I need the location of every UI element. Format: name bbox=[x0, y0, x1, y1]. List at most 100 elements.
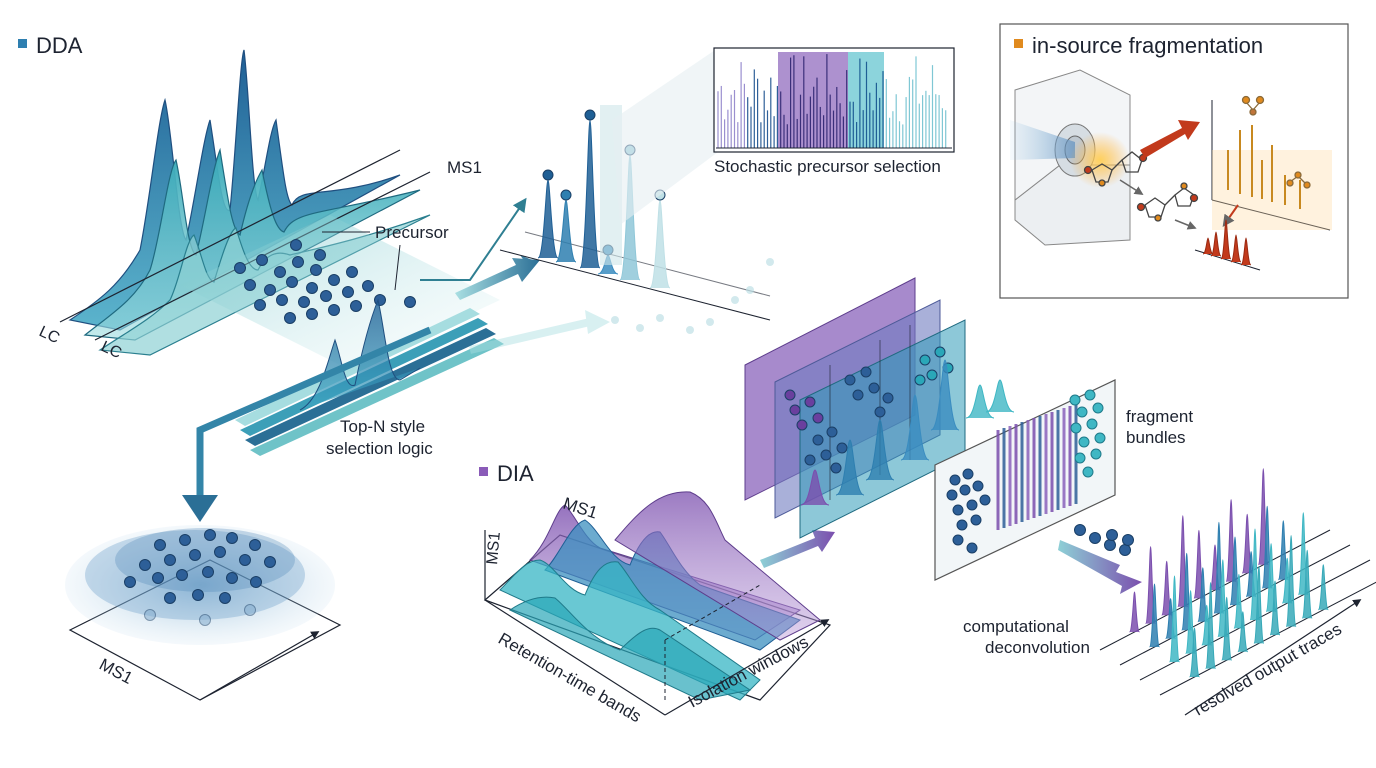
window-dot bbox=[882, 392, 894, 404]
cloud-dot bbox=[179, 534, 191, 546]
precursor-dot bbox=[404, 296, 416, 308]
bundle-dot bbox=[1076, 406, 1088, 418]
trace-peak bbox=[1317, 564, 1329, 611]
precursor-dot bbox=[234, 262, 246, 274]
precursor-dot bbox=[256, 254, 268, 266]
cloud-dot bbox=[176, 569, 188, 581]
faded-dot bbox=[686, 326, 694, 334]
window-dot bbox=[789, 404, 801, 416]
trace-peak bbox=[1221, 596, 1233, 661]
bundle-dot bbox=[1104, 539, 1116, 551]
precursor-dot bbox=[284, 312, 296, 324]
precursor-dots bbox=[234, 239, 416, 324]
cloud-dot bbox=[139, 559, 151, 571]
window-dot bbox=[914, 374, 926, 386]
bundle-dot bbox=[1082, 466, 1094, 478]
cloud-dot bbox=[249, 539, 261, 551]
faded-dot bbox=[656, 314, 664, 322]
precursor-dot bbox=[346, 266, 358, 278]
window-peak bbox=[865, 419, 895, 481]
lc-label-1: LC bbox=[36, 323, 62, 347]
cloud-dot bbox=[244, 604, 256, 616]
cloud-dot bbox=[219, 592, 231, 604]
molecule-icon bbox=[1083, 151, 1148, 187]
window-peak bbox=[965, 384, 995, 419]
precursor-dot bbox=[306, 308, 318, 320]
bundle-dot bbox=[1122, 534, 1134, 546]
ms1-to-spectra-arrow bbox=[420, 197, 527, 281]
bundle-dot bbox=[946, 489, 958, 501]
window-peak bbox=[900, 394, 930, 461]
dia-ms1-axis-label: MS1 bbox=[484, 531, 504, 565]
bundle-dot bbox=[979, 494, 991, 506]
trace-peak bbox=[1149, 583, 1160, 648]
peak-apex-dot bbox=[584, 109, 596, 121]
bundle-dot bbox=[1084, 389, 1096, 401]
precursor-dot bbox=[274, 266, 286, 278]
precursor-dot bbox=[328, 274, 340, 286]
spectrum-peak bbox=[537, 179, 559, 259]
window-dot bbox=[852, 389, 864, 401]
window-dot bbox=[804, 396, 816, 408]
faded-dot bbox=[766, 258, 774, 266]
fragment-label-2: bundles bbox=[1126, 428, 1186, 447]
isf-panel: in-source fragmentation bbox=[999, 23, 1349, 299]
legend-dia: DIA bbox=[479, 461, 534, 486]
trace-peak bbox=[1285, 535, 1297, 628]
window-peak bbox=[835, 439, 865, 496]
faded-dot bbox=[611, 316, 619, 324]
cloud-dot bbox=[189, 549, 201, 561]
bundle-dot bbox=[1078, 436, 1090, 448]
stochastic-label: Stochastic precursor selection bbox=[714, 157, 941, 176]
precursor-dot bbox=[328, 304, 340, 316]
bundle-dot bbox=[956, 519, 968, 531]
trace-peak bbox=[1253, 565, 1265, 644]
bundle-dot bbox=[949, 474, 961, 486]
deconv-label-1: computational bbox=[963, 617, 1069, 636]
cloud-dot bbox=[264, 556, 276, 568]
red-peak bbox=[1220, 219, 1232, 260]
peak-apex-dot bbox=[542, 169, 554, 181]
fragment-bundles: fragment bundles bbox=[934, 379, 1193, 581]
spectrum-peak bbox=[555, 199, 577, 263]
bundle-dot bbox=[1094, 432, 1106, 444]
trace-peak bbox=[1301, 549, 1313, 619]
faded-dot bbox=[746, 286, 754, 294]
ms1-cloud: MS1 bbox=[65, 525, 342, 701]
faded-dot bbox=[636, 324, 644, 332]
precursor-dot bbox=[292, 256, 304, 268]
dda-label: DDA bbox=[36, 33, 83, 58]
cloud-dot bbox=[202, 566, 214, 578]
small-molecule-icon bbox=[1241, 95, 1311, 189]
window-dot bbox=[926, 369, 938, 381]
bundle-dot bbox=[1086, 418, 1098, 430]
topn-peaks bbox=[299, 298, 421, 411]
bundle-dot bbox=[952, 504, 964, 516]
precursor-dot bbox=[244, 279, 256, 291]
cloud-dot bbox=[239, 554, 251, 566]
dia-label: DIA bbox=[497, 461, 534, 486]
spectrum-peak bbox=[579, 119, 601, 269]
bundle-dot bbox=[972, 480, 984, 492]
cloud-dot bbox=[250, 576, 262, 588]
trace-peak bbox=[1129, 591, 1140, 633]
big-arrow-right bbox=[455, 255, 540, 300]
window-dot bbox=[934, 346, 946, 358]
bundle-dot bbox=[962, 468, 974, 480]
window-dot bbox=[874, 406, 886, 418]
dia-swatch bbox=[479, 467, 488, 476]
window-peak bbox=[800, 469, 830, 506]
window-dot bbox=[860, 366, 872, 378]
window-dot bbox=[812, 412, 824, 424]
bundle-dot bbox=[1119, 544, 1131, 556]
cloud-dot bbox=[144, 609, 156, 621]
bundle-dot bbox=[1106, 529, 1118, 541]
cloud-dot bbox=[199, 614, 211, 626]
dda-swatch bbox=[18, 39, 27, 48]
bundle-dot bbox=[1090, 448, 1102, 460]
window-dot bbox=[844, 374, 856, 386]
deconv-label-2: deconvolution bbox=[985, 638, 1090, 657]
fragment-label-1: fragment bbox=[1126, 407, 1193, 426]
spectrum-peak bbox=[649, 199, 671, 289]
